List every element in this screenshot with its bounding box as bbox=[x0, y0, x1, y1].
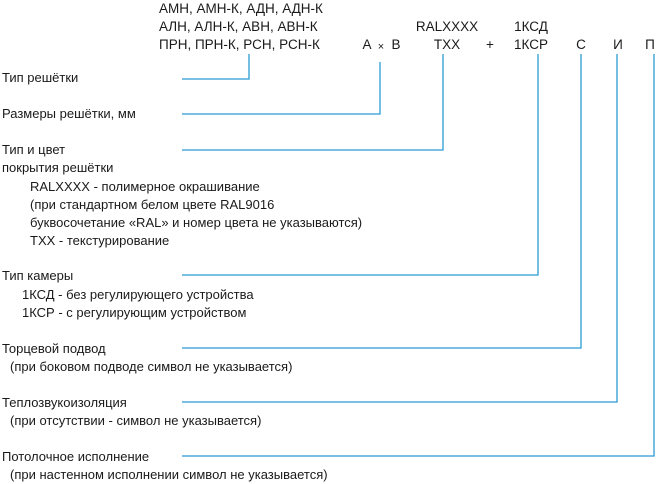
dim-b: В bbox=[391, 37, 401, 52]
leader-insulation bbox=[182, 54, 618, 403]
ceiling-code: П bbox=[645, 37, 655, 52]
insulation-code: И bbox=[613, 37, 623, 52]
grille-types-line-1: АМН, АМН-К, АДН, АДН-К bbox=[159, 1, 323, 16]
color-txx-code: ТХХ bbox=[433, 37, 461, 52]
coating-label-1: Тип и цвет bbox=[2, 142, 66, 157]
leader-grille-size bbox=[182, 62, 381, 115]
leader-coating bbox=[182, 54, 444, 151]
grille-types-line-3: ПРН, ПРН-К, РСН, РСН-К bbox=[159, 37, 320, 52]
coating-label-2: покрытия решётки bbox=[2, 160, 114, 175]
chamber-ksr-code: 1КСР bbox=[514, 37, 548, 52]
leader-end-supply bbox=[182, 54, 582, 349]
grille-size-label: Размеры решётки, мм bbox=[2, 106, 136, 121]
grille-types-line-2: АЛН, АЛН-К, АВН, АВН-К bbox=[159, 19, 318, 34]
leader-grille-type bbox=[182, 54, 250, 80]
coating-note-2: буквосочетание «RAL» и номер цвета не ук… bbox=[30, 215, 363, 230]
ceiling-label: Потолочное исполнение bbox=[2, 449, 150, 464]
insulation-note: (при отсутствии - символ не указывается) bbox=[10, 413, 262, 428]
ceiling-note: (при настенном исполнении символ не указ… bbox=[10, 467, 328, 482]
color-ral-code: RALXXXX bbox=[415, 19, 479, 34]
times-sign: × bbox=[377, 41, 385, 53]
chamber-ksd-text: 1КСД - без регулирующего устройства bbox=[22, 287, 254, 302]
coating-txx-text: ТХХ - текстурирование bbox=[30, 233, 170, 248]
leader-ceiling bbox=[182, 54, 655, 457]
dim-a: А bbox=[362, 37, 372, 52]
coating-ral-text: RALXXXX - полимерное окрашивание bbox=[30, 179, 260, 194]
end-supply-label: Торцевой подвод bbox=[2, 341, 106, 356]
grille-type-label: Тип решётки bbox=[2, 70, 79, 85]
plus-sign: + bbox=[486, 37, 494, 52]
coating-note-1: (при стандартном белом цвете RAL9016 bbox=[30, 197, 275, 212]
chamber-label: Тип камеры bbox=[2, 268, 74, 283]
chamber-ksd-code: 1КСД bbox=[514, 19, 548, 34]
end-supply-note: (при боковом подводе символ не указывает… bbox=[10, 359, 293, 374]
leader-chamber bbox=[182, 54, 539, 276]
chamber-ksr-text: 1КСР - с регулирующим устройством bbox=[22, 305, 247, 320]
insulation-label: Теплозвукоизоляция bbox=[2, 395, 127, 410]
end-supply-code: С bbox=[576, 37, 586, 52]
